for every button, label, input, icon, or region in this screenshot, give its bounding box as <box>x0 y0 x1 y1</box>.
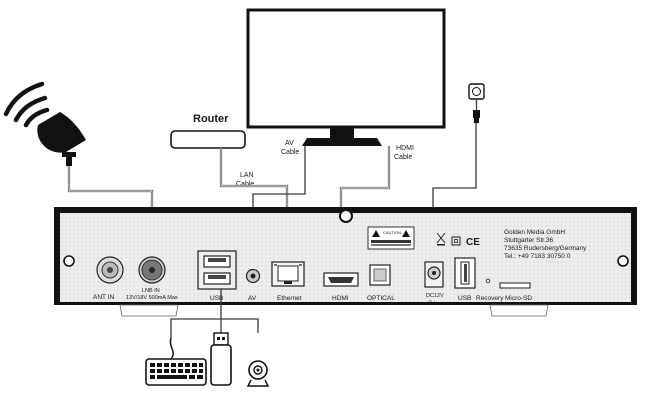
micro-sd-slot <box>499 282 531 289</box>
lnb-in-port <box>138 256 166 284</box>
manufacturer-line2: Stuttgarter Str.36 <box>504 237 554 244</box>
av-port <box>245 268 261 284</box>
dc-power-port <box>424 261 444 288</box>
manufacturer-line4: Tel.: +49 7183 30750 0 <box>504 253 571 260</box>
hdmi-label: HDMI <box>332 295 349 302</box>
recovery-button <box>485 278 491 284</box>
ethernet-label: Ethernet <box>277 295 302 302</box>
power-outlet-icon <box>468 83 485 123</box>
hdmi-cable-label-line1: HDMI <box>396 145 414 152</box>
manufacturer-line3: 73635 Rudersberg/Germany <box>504 245 587 252</box>
router-label: Router <box>193 113 229 125</box>
ant-in-label: ANT IN <box>93 294 114 301</box>
certification-marks: CE <box>436 232 480 248</box>
keyboard-icon <box>145 337 207 386</box>
av-label: AV <box>248 295 257 302</box>
ethernet-port <box>271 261 305 287</box>
tv-icon <box>246 8 446 146</box>
av-cable-label-line2: Cable <box>281 149 299 156</box>
dc-polarity-symbol: -⊙+ <box>426 300 436 306</box>
usb-fanout-cables <box>170 289 259 338</box>
av-cable-label-line1: AV <box>285 140 294 147</box>
usb-port-right <box>454 257 476 289</box>
usb-left-label: USB <box>210 295 223 302</box>
caution-title: CAUTION <box>383 230 401 235</box>
optical-label: OPTICAL <box>367 295 395 302</box>
micro-sd-label: Micro-SD <box>505 295 532 302</box>
svg-text:CE: CE <box>466 237 480 248</box>
recovery-label: Recovery <box>476 295 504 302</box>
usb-right-label: USB <box>458 295 471 302</box>
router-icon <box>170 130 246 149</box>
dc-label: DC12V <box>426 293 444 299</box>
usb-flash-drive-icon <box>210 332 232 386</box>
optical-port <box>369 264 391 286</box>
lnb-in-label: LNB IN <box>142 288 160 294</box>
lnb-spec-label: 13V/18V 500mA Max <box>126 295 178 301</box>
hdmi-cable-label-line2: Cable <box>394 154 412 161</box>
webcam-icon <box>246 360 270 387</box>
satellite-dish-icon <box>3 81 86 166</box>
usb-port-left <box>197 250 237 290</box>
hdmi-port <box>323 272 359 287</box>
lan-cable-label-line1: LAN <box>240 172 254 179</box>
lan-cable-label-line2: Cable <box>236 181 254 188</box>
ant-in-port <box>96 256 124 284</box>
caution-label: CAUTION <box>367 226 415 250</box>
manufacturer-line1: Golden Media GmbH <box>504 229 565 236</box>
